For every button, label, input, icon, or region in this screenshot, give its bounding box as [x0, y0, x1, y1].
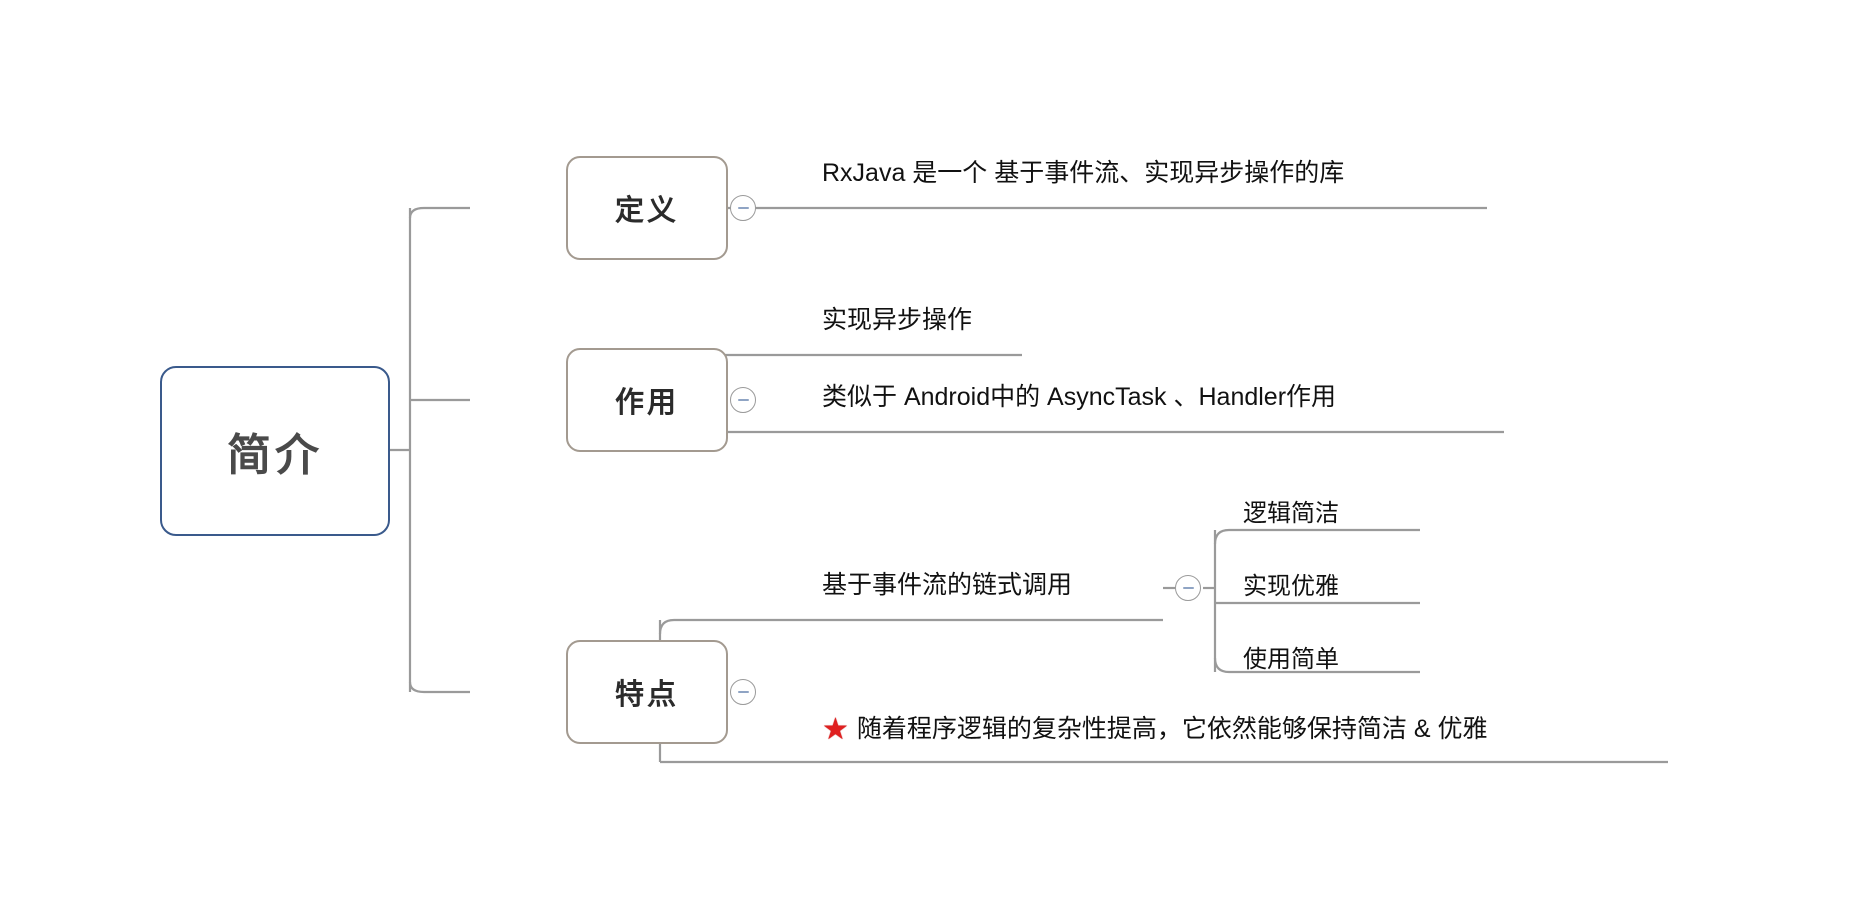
- collapse-toggle-definition[interactable]: [730, 195, 756, 221]
- leaf-definition-description: RxJava 是一个 基于事件流、实现异步操作的库: [822, 159, 1345, 187]
- red-star-icon: ★: [822, 713, 849, 746]
- leaf-feature-concise-logic: 逻辑简洁: [1243, 500, 1339, 527]
- branch-node-purpose-label: 作用: [614, 387, 679, 419]
- minus-circle-icon: [737, 398, 749, 402]
- collapse-toggle-purpose[interactable]: [730, 387, 756, 413]
- collapse-toggle-chained-call[interactable]: [1175, 575, 1201, 601]
- branch-node-features[interactable]: 特点: [566, 640, 728, 744]
- branch-node-features-label: 特点: [614, 679, 679, 711]
- branch-node-definition[interactable]: 定义: [566, 156, 728, 260]
- minus-circle-icon: [737, 690, 749, 694]
- leaf-feature-chained-call: 基于事件流的链式调用: [822, 571, 1073, 599]
- minus-circle-icon: [737, 206, 749, 210]
- root-node-label: 简介: [227, 431, 323, 480]
- leaf-feature-simple-use: 使用简单: [1243, 646, 1339, 673]
- leaf-purpose-async: 实现异步操作: [822, 306, 973, 334]
- branch-node-definition-label: 定义: [614, 195, 679, 227]
- root-node[interactable]: 简介: [160, 366, 390, 536]
- branch-node-purpose[interactable]: 作用: [566, 348, 728, 452]
- leaf-feature-starred-note: ★随着程序逻辑的复杂性提高，它依然能够保持简洁 & 优雅: [822, 712, 1487, 748]
- leaf-purpose-similar-to: 类似于 Android中的 AsyncTask 、Handler作用: [822, 383, 1337, 411]
- leaf-feature-elegant-impl: 实现优雅: [1243, 573, 1339, 600]
- collapse-toggle-features[interactable]: [730, 679, 756, 705]
- minus-circle-icon: [1182, 586, 1194, 590]
- leaf-feature-starred-note-text: 随着程序逻辑的复杂性提高，它依然能够保持简洁 & 优雅: [856, 715, 1488, 743]
